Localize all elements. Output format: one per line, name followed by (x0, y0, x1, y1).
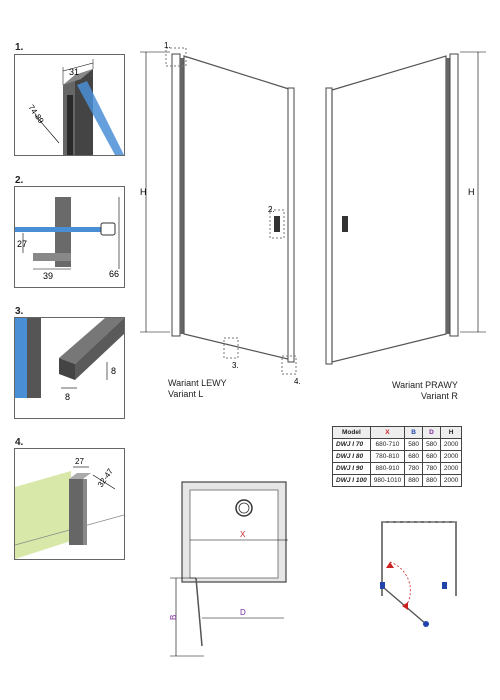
variant-left-line1: Wariant LEWY (168, 378, 227, 388)
detail-1-dim-a: 31 (69, 67, 79, 77)
detail-2-dim-c: 66 (109, 269, 119, 279)
cell: 2000 (439, 450, 463, 463)
callout-3: 3. (232, 361, 239, 370)
table-row: DWJ I 80 780-810 680 680 2000 (332, 450, 463, 463)
detail-3-dim-b: 8 (111, 366, 116, 376)
plan-d-label: D (240, 608, 246, 617)
table-row: DWJ I 70 680-710 580 580 2000 (332, 438, 463, 451)
detail-1-drawing: 31 74-89 (26, 59, 124, 155)
plan-b-label: B (169, 615, 178, 620)
detail-2-dim-b: 39 (43, 271, 53, 281)
detail-1-number: 1. (15, 42, 24, 53)
cell: DWJ I 90 (332, 462, 371, 475)
cell: DWJ I 70 (332, 438, 371, 451)
variant-left-line2: Variant L (168, 389, 204, 399)
col-b: B (404, 426, 424, 439)
col-d: D (422, 426, 441, 439)
detail-1-dim-b: 74-89 (26, 103, 45, 125)
height-label-left: H (140, 187, 147, 197)
cell: 880 (422, 474, 441, 487)
cell: 780 (404, 462, 424, 475)
table-row: DWJ I 100 980-1010 880 880 2000 (332, 474, 463, 487)
detail-3-number: 3. (15, 306, 24, 317)
cell: DWJ I 100 (332, 474, 371, 487)
left-door: H 1. 2. 3. 4. (140, 41, 301, 386)
plan-view: X B D (169, 481, 288, 657)
variant-right-line1: Wariant PRAWY (392, 380, 458, 390)
cell: 880 (404, 474, 424, 487)
cell: 980-1010 (369, 474, 406, 487)
callout-1: 1. (164, 41, 171, 50)
col-h: H (439, 426, 463, 439)
cell: 2000 (439, 462, 463, 475)
cell: 580 (404, 438, 424, 451)
plan-x-label: X (240, 530, 246, 539)
variant-left-caption: Wariant LEWY Variant L (168, 378, 227, 400)
detail-1-panel: 31 74-89 (14, 54, 125, 156)
table-header-row: Model X B D H (332, 426, 463, 439)
detail-3-dim-a: 8 (65, 392, 70, 402)
variant-right-caption: Wariant PRAWY Variant R (392, 380, 458, 402)
cell: DWJ I 80 (332, 450, 371, 463)
variant-right-line2: Variant R (420, 391, 458, 401)
detail-2-number: 2. (15, 175, 24, 186)
detail-3-drawing: 8 8 (15, 318, 124, 402)
detail-2-drawing: 27 39 66 (15, 197, 120, 281)
cell: 880-910 (369, 462, 406, 475)
swing-diagram (380, 521, 457, 627)
cell: 680 (422, 450, 441, 463)
model-table: Model X B D H DWJ I 70 680-710 580 580 2… (332, 426, 463, 487)
detail-2-panel: 27 39 66 (14, 186, 125, 288)
cell: 680 (404, 450, 424, 463)
elevation-drawings: H 1. 2. 3. 4. H (140, 41, 486, 386)
detail-4-dim-b: 32-47 (96, 466, 115, 488)
detail-4-panel: 27 32-47 (14, 448, 125, 560)
height-label-right: H (468, 187, 475, 197)
col-x: X (369, 426, 406, 439)
detail-4-drawing: 27 32-47 (15, 457, 124, 559)
table-row: DWJ I 90 880-910 780 780 2000 (332, 462, 463, 475)
cell: 2000 (439, 438, 463, 451)
cell: 580 (422, 438, 441, 451)
cell: 680-710 (369, 438, 406, 451)
cell: 2000 (439, 474, 463, 487)
col-model: Model (332, 426, 371, 439)
cell: 780-810 (369, 450, 406, 463)
detail-4-number: 4. (15, 437, 24, 448)
detail-4-dim-a: 27 (75, 457, 84, 466)
detail-3-panel: 8 8 (14, 317, 125, 419)
callout-4: 4. (294, 377, 301, 386)
callout-2: 2. (268, 205, 275, 214)
right-door: H (325, 51, 486, 365)
cell: 780 (422, 462, 441, 475)
detail-2-dim-a: 27 (17, 239, 27, 249)
